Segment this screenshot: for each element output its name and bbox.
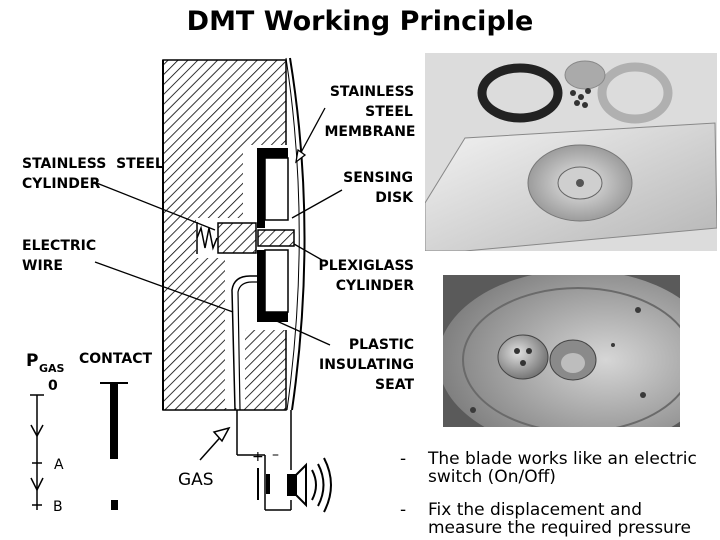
bullet-text: Fix the displacement and measure the req… [428, 500, 691, 538]
label-membrane-2: STEEL [365, 104, 413, 120]
label-membrane: STAINLESS STEEL MEMBRANE [325, 84, 416, 140]
label-pgas: P [26, 351, 38, 371]
label-electric-wire: ELECTRIC WIRE [22, 238, 96, 274]
insulating-seat [217, 222, 257, 254]
label-sensing-2: DISK [375, 190, 414, 206]
gas-arrow [199, 426, 231, 461]
label-pgas-sub: GAS [39, 362, 65, 375]
label-wire-2: WIRE [22, 258, 63, 274]
circuit [236, 410, 292, 511]
label-cylinder: STAINLESS STEEL CYLINDER [22, 156, 164, 192]
label-cylinder-2: CYLINDER [22, 176, 100, 192]
label-plexi-1: PLEXIGLASS [318, 258, 414, 274]
bullet-dash: - [400, 500, 407, 520]
label-insulating-seat: PLASTIC INSULATING SEAT [319, 337, 414, 393]
label-plexiglass: PLEXIGLASS CYLINDER [318, 258, 414, 294]
label-membrane-1: STAINLESS [330, 84, 414, 100]
contact-on-bar [110, 383, 118, 459]
blade-components-photo [425, 53, 717, 251]
internal-wire [231, 275, 257, 411]
label-cylinder-1: STAINLESS STEEL [22, 156, 164, 172]
slide-title: DMT Working Principle [186, 6, 534, 37]
pressure-axis [30, 394, 44, 510]
label-seat-1: PLASTIC [349, 337, 414, 353]
bullet-text: The blade works like an electric switch … [428, 449, 697, 487]
label-gas: GAS [178, 470, 214, 490]
bullet-dash: - [400, 449, 407, 469]
label-point-a: A [54, 457, 64, 473]
spring [196, 225, 218, 251]
leader-lines [93, 107, 343, 346]
label-seat-2: INSULATING [319, 357, 414, 373]
label-sensing-disk: SENSING DISK [343, 170, 414, 206]
label-membrane-3: MEMBRANE [325, 124, 416, 140]
speaker-icon [287, 457, 332, 513]
sensing-disk [257, 229, 295, 247]
label-contact: CONTACT [79, 351, 152, 367]
sensing-disk-closeup-photo [443, 275, 680, 427]
contact-off-mark [111, 500, 118, 510]
label-sensing-1: SENSING [343, 170, 413, 186]
label-minus: – [272, 447, 279, 463]
membrane [289, 57, 306, 411]
plexiglass-cylinder [257, 148, 289, 322]
label-seat-3: SEAT [375, 377, 414, 393]
label-zero: 0 [48, 378, 58, 394]
label-wire-1: ELECTRIC [22, 238, 96, 254]
label-plexi-2: CYLINDER [336, 278, 414, 294]
label-plus: + [252, 449, 264, 465]
label-point-b: B [53, 499, 63, 515]
